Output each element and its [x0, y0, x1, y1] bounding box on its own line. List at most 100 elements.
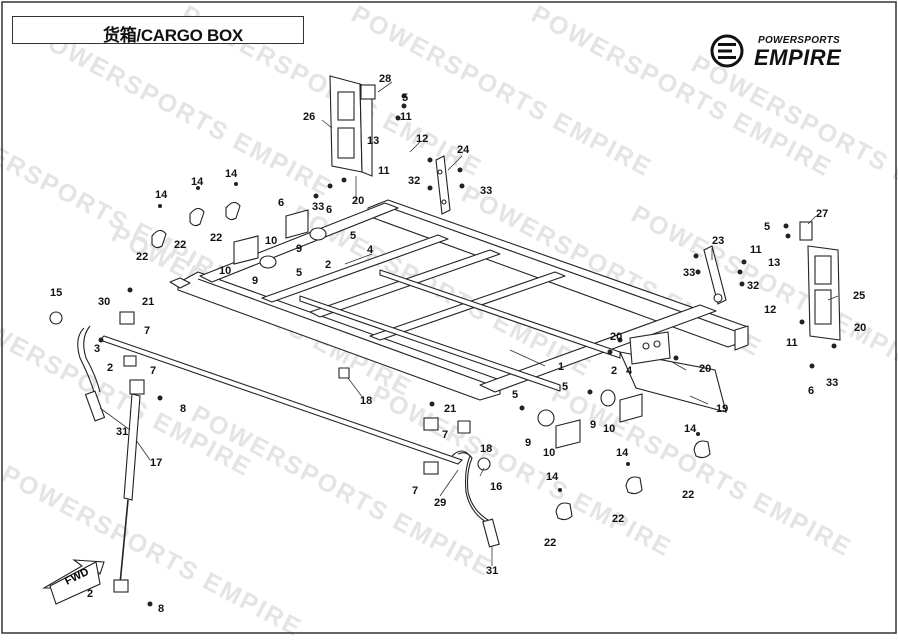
callout-3: 3: [94, 343, 100, 355]
hose-29: [451, 450, 487, 523]
clamp-16: [477, 457, 491, 471]
frame-inner-long-2: [299, 295, 561, 392]
clamp-7: [123, 355, 137, 367]
callout-28: 28: [379, 73, 391, 85]
callout-14: 14: [225, 168, 238, 180]
callout-4: 4: [367, 244, 374, 256]
callout-33: 33: [683, 267, 695, 279]
clamp-7: [129, 379, 145, 395]
callout-6: 6: [326, 204, 332, 216]
d-ring-9: [309, 227, 327, 241]
callout-5: 5: [296, 267, 302, 279]
callout-27: 27: [816, 208, 828, 220]
brand-line2: EMPIRE: [754, 45, 842, 70]
callout-18: 18: [360, 395, 372, 407]
plate-10: [233, 235, 259, 265]
license-plate-19: [619, 351, 727, 413]
callout-17: 17: [150, 457, 162, 469]
callout-25: 25: [853, 290, 865, 302]
callout-10: 10: [543, 447, 555, 459]
rear-bar: [98, 335, 464, 465]
callout-12: 12: [416, 133, 428, 145]
d-ring-9: [537, 409, 555, 427]
callout-5: 5: [764, 221, 770, 233]
callout-7: 7: [150, 365, 156, 377]
callout-7: 7: [144, 325, 150, 337]
frame-inner-long-1: [379, 269, 621, 359]
frame-left-rail: [177, 271, 501, 401]
callout-2: 2: [611, 365, 617, 377]
callout-14: 14: [546, 471, 559, 483]
callout-14: 14: [684, 423, 697, 435]
link-24: [435, 155, 451, 215]
bumper-18: [338, 367, 350, 379]
callout-labels: 28 5 26 11 13 12 24 11 32 33 20 6 33 6 1…: [50, 73, 866, 615]
callout-5: 5: [402, 92, 408, 104]
callout-29: 29: [434, 497, 446, 509]
callout-14: 14: [155, 189, 168, 201]
callout-5: 5: [512, 389, 518, 401]
tie-down-22: [225, 201, 241, 221]
callout-4: 4: [626, 365, 633, 377]
callout-7: 7: [442, 429, 448, 441]
callout-13: 13: [768, 257, 780, 269]
callout-10: 10: [219, 265, 231, 277]
callout-9: 9: [590, 419, 596, 431]
callout-30: 30: [98, 296, 110, 308]
clamp-7: [119, 311, 135, 325]
callout-6: 6: [278, 197, 284, 209]
callout-31: 31: [116, 426, 128, 438]
tie-down-22: [625, 476, 643, 495]
hose-end-31: [84, 390, 106, 422]
plate-10: [555, 419, 581, 449]
bracket-25: [807, 245, 841, 341]
callout-2: 2: [87, 588, 93, 600]
callout-22: 22: [544, 537, 556, 549]
callout-7: 7: [412, 485, 418, 497]
callout-9: 9: [252, 275, 258, 287]
callout-19: 19: [716, 403, 728, 415]
callout-21: 21: [444, 403, 456, 415]
tie-down-22: [151, 229, 167, 249]
plate-10: [285, 209, 309, 239]
callout-1: 1: [558, 361, 564, 373]
gas-strut-17: [123, 393, 141, 501]
tie-down-22: [555, 502, 573, 521]
callout-23: 23: [712, 235, 724, 247]
callout-8: 8: [180, 403, 186, 415]
callout-2: 2: [107, 362, 113, 374]
frame-cross-1: [261, 234, 449, 303]
brand-line1: POWERSPORTS: [758, 35, 841, 46]
callout-20: 20: [352, 195, 364, 207]
d-ring-9: [600, 389, 616, 407]
license-bracket: [629, 331, 671, 365]
callout-20: 20: [699, 363, 711, 375]
callout-21: 21: [142, 296, 154, 308]
callout-26: 26: [303, 111, 315, 123]
frame-rear-cross: [199, 202, 399, 283]
callout-11: 11: [400, 111, 412, 123]
callout-10: 10: [603, 423, 615, 435]
callout-2: 2: [325, 259, 331, 271]
d-ring-9: [259, 255, 277, 269]
callout-31: 31: [486, 565, 498, 577]
frame-cross-3: [369, 271, 566, 341]
tie-down-22: [189, 207, 205, 227]
callout-22: 22: [136, 251, 148, 263]
callout-11: 11: [786, 337, 798, 349]
callout-24: 24: [457, 144, 470, 156]
plate-10: [619, 393, 643, 423]
callout-9: 9: [296, 243, 302, 255]
callout-33: 33: [480, 185, 492, 197]
callout-32: 32: [408, 175, 420, 187]
clamp-7: [423, 417, 439, 431]
callout-14: 14: [616, 447, 629, 459]
fwd-arrow: FWD: [41, 559, 105, 605]
callout-14: 14: [191, 176, 204, 188]
callout-9: 9: [525, 437, 531, 449]
brand-logo: POWERSPORTS EMPIRE: [710, 34, 870, 70]
bracket-27: [799, 221, 813, 241]
callout-18: 18: [480, 443, 492, 455]
